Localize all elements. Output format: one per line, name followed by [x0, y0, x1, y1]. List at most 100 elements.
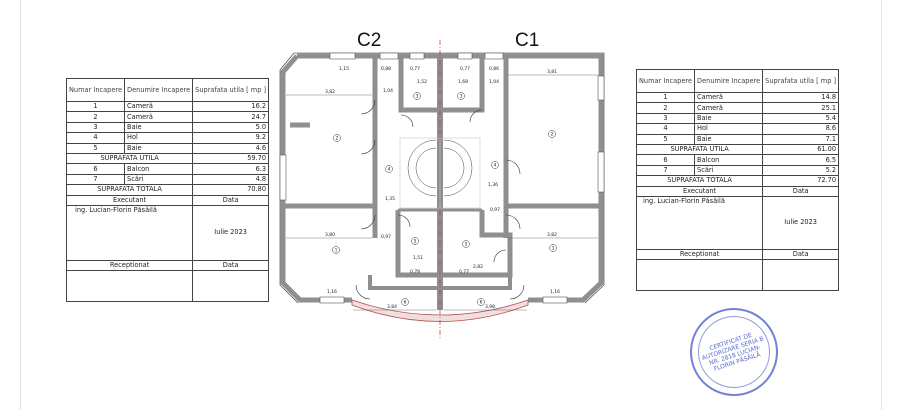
dimension-label: 0,78: [410, 269, 420, 275]
wall: [440, 210, 513, 278]
date-value: Iulie 2023: [762, 195, 840, 250]
room-number-label: 4: [494, 163, 497, 169]
outer-wall-left: [280, 54, 352, 303]
room-number-label: 4: [388, 167, 391, 173]
dimension-label: 1,16: [327, 289, 337, 295]
door-swing: [360, 214, 376, 230]
windows: [279, 52, 605, 304]
dimension-label: 3,80: [325, 232, 335, 238]
date-label: Data: [192, 259, 270, 272]
outer-wall-right: [297, 53, 604, 303]
dimension-label: 0,86: [489, 66, 499, 72]
room-number-label: 6: [480, 300, 483, 306]
wall: [395, 210, 440, 278]
window: [597, 75, 605, 101]
room-number-label: 5: [465, 242, 468, 248]
executant-label: Executant: [635, 185, 764, 197]
receptionat-signature-cell: [635, 259, 764, 292]
balcony-rail: [351, 299, 529, 322]
dimension-label: 0,77: [460, 66, 470, 72]
stair-c1: [443, 147, 465, 189]
door-swing: [397, 214, 411, 228]
window: [409, 52, 425, 60]
room-marker: [401, 298, 409, 306]
window: [542, 296, 568, 304]
date-label: Data: [192, 194, 270, 206]
room-marker: [548, 130, 556, 138]
room-number-label: 2: [551, 132, 554, 138]
room-marker: [413, 92, 421, 100]
door-swing: [505, 214, 521, 230]
dimension-label: 1,16: [550, 289, 560, 295]
dimension-label: 0,97: [490, 207, 500, 213]
receptionat-signature-cell: [65, 270, 194, 303]
date-value: Iulie 2023: [192, 204, 270, 261]
header-area: Suprafata utila [ mp ]: [192, 78, 270, 102]
executant-label: Executant: [65, 194, 194, 206]
dimension-label: 0,97: [381, 234, 391, 240]
door-swing: [400, 114, 414, 128]
stair-well: [439, 137, 481, 209]
window: [597, 151, 605, 193]
room-number-label: 3: [460, 94, 463, 100]
date-label: Data: [762, 248, 840, 261]
room-number-label: 3: [416, 94, 419, 100]
dimension-label: 2,82: [473, 264, 483, 270]
header-name: Denumire Incapere: [694, 69, 764, 93]
stair-c2: [407, 139, 437, 197]
dimension-label: 3,98: [485, 304, 495, 310]
door-swing: [360, 139, 376, 155]
receptionat-date-cell: [192, 270, 270, 303]
receptionat-date-cell: [762, 259, 840, 292]
dimension-labels: 1,15 0,88 0,77 0,77 0,86 3,82 1,52 1,68 …: [325, 66, 560, 310]
wall: [398, 56, 440, 113]
room-number-label: 1: [552, 246, 555, 252]
window: [329, 52, 356, 60]
date-label: Data: [762, 185, 840, 197]
stair-well: [399, 137, 441, 209]
dimension-label: 1,04: [489, 79, 499, 85]
stair-c1: [443, 139, 473, 197]
room-marker: [333, 134, 341, 142]
room-number-label: 1: [335, 248, 338, 254]
dimension-lines: [286, 74, 598, 311]
dimension-label: 1,52: [417, 79, 427, 85]
window: [279, 154, 287, 201]
room-marker: [549, 244, 557, 252]
room-number-label: 6: [404, 300, 407, 306]
dimension-label: 3,82: [547, 232, 557, 238]
door-swing: [360, 99, 376, 115]
dimension-label: 3,81: [547, 69, 557, 75]
window: [457, 52, 473, 60]
dimension-label: 0,88: [381, 66, 391, 72]
dimension-label: 3,82: [325, 89, 335, 95]
door-swing: [509, 284, 525, 300]
door-swing: [493, 249, 507, 263]
unit-label-c2: C2: [357, 30, 382, 51]
window: [319, 296, 345, 304]
executant-name: ing. Lucian-Florin Păsăilă: [65, 204, 194, 261]
room-marker: [385, 165, 393, 173]
door-swing: [469, 109, 483, 123]
unit-label-c1: C1: [515, 30, 540, 51]
room-number-label: 2: [336, 136, 339, 142]
dimension-label: 0,77: [410, 66, 420, 72]
room-marker: [462, 240, 470, 248]
header-number: Numar Incapere: [65, 78, 126, 102]
stair-c2: [415, 147, 437, 189]
window: [379, 52, 399, 60]
window: [484, 52, 504, 60]
dimension-label: 1,68: [458, 79, 468, 85]
room-markers: 2 2 3 3 4 4 1 1 5 5 6 6: [332, 92, 557, 306]
outline: [294, 52, 605, 304]
room-marker: [491, 161, 499, 169]
door-swing: [355, 284, 371, 300]
room-marker: [477, 298, 485, 306]
dimension-label: 1,36: [488, 182, 498, 188]
door-swing: [505, 159, 521, 175]
room-number-label: 5: [414, 239, 417, 245]
room-marker: [332, 246, 340, 254]
